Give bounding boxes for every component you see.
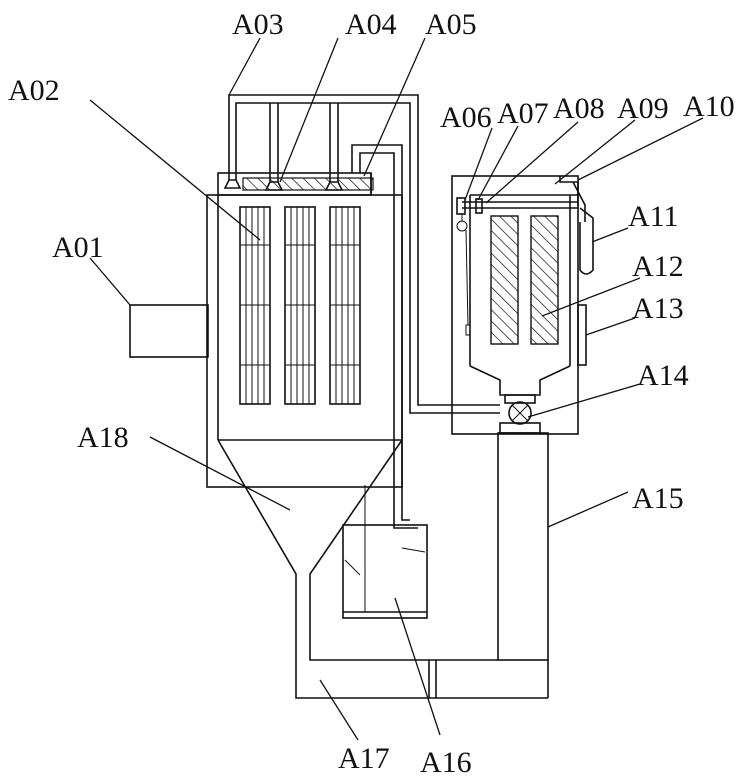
label-a12: A12 xyxy=(632,250,684,283)
label-a04: A04 xyxy=(345,8,397,41)
label-a03: A03 xyxy=(232,8,284,41)
label-a10: A10 xyxy=(683,90,735,123)
label-a18: A18 xyxy=(77,421,129,454)
label-a14: A14 xyxy=(637,359,689,392)
label-a13: A13 xyxy=(632,292,684,325)
label-a05: A05 xyxy=(425,8,477,41)
collection-bin xyxy=(343,485,427,618)
inlet-pipe xyxy=(130,305,208,357)
label-a07: A07 xyxy=(497,97,549,130)
label-a11: A11 xyxy=(628,200,679,233)
tube-sheet xyxy=(243,178,373,190)
filter-bags xyxy=(240,207,360,404)
label-a02: A02 xyxy=(8,74,60,107)
label-a17: A17 xyxy=(338,742,390,775)
label-a09: A09 xyxy=(617,92,669,125)
label-a08: A08 xyxy=(553,92,605,125)
label-a06: A06 xyxy=(440,101,492,134)
part-labels: A01 A02 A03 A04 A05 A06 A07 A08 A09 A10 … xyxy=(8,8,735,779)
label-a15: A15 xyxy=(632,482,684,515)
support-column xyxy=(498,433,548,660)
label-a16: A16 xyxy=(420,746,472,779)
spray-assembly xyxy=(457,176,593,335)
filter-cartridge-left xyxy=(491,216,518,344)
label-a01: A01 xyxy=(52,231,104,264)
discharge-valve xyxy=(500,395,540,433)
leader-lines xyxy=(90,38,703,740)
side-panel xyxy=(578,305,586,365)
filter-cartridge-right xyxy=(531,216,558,344)
